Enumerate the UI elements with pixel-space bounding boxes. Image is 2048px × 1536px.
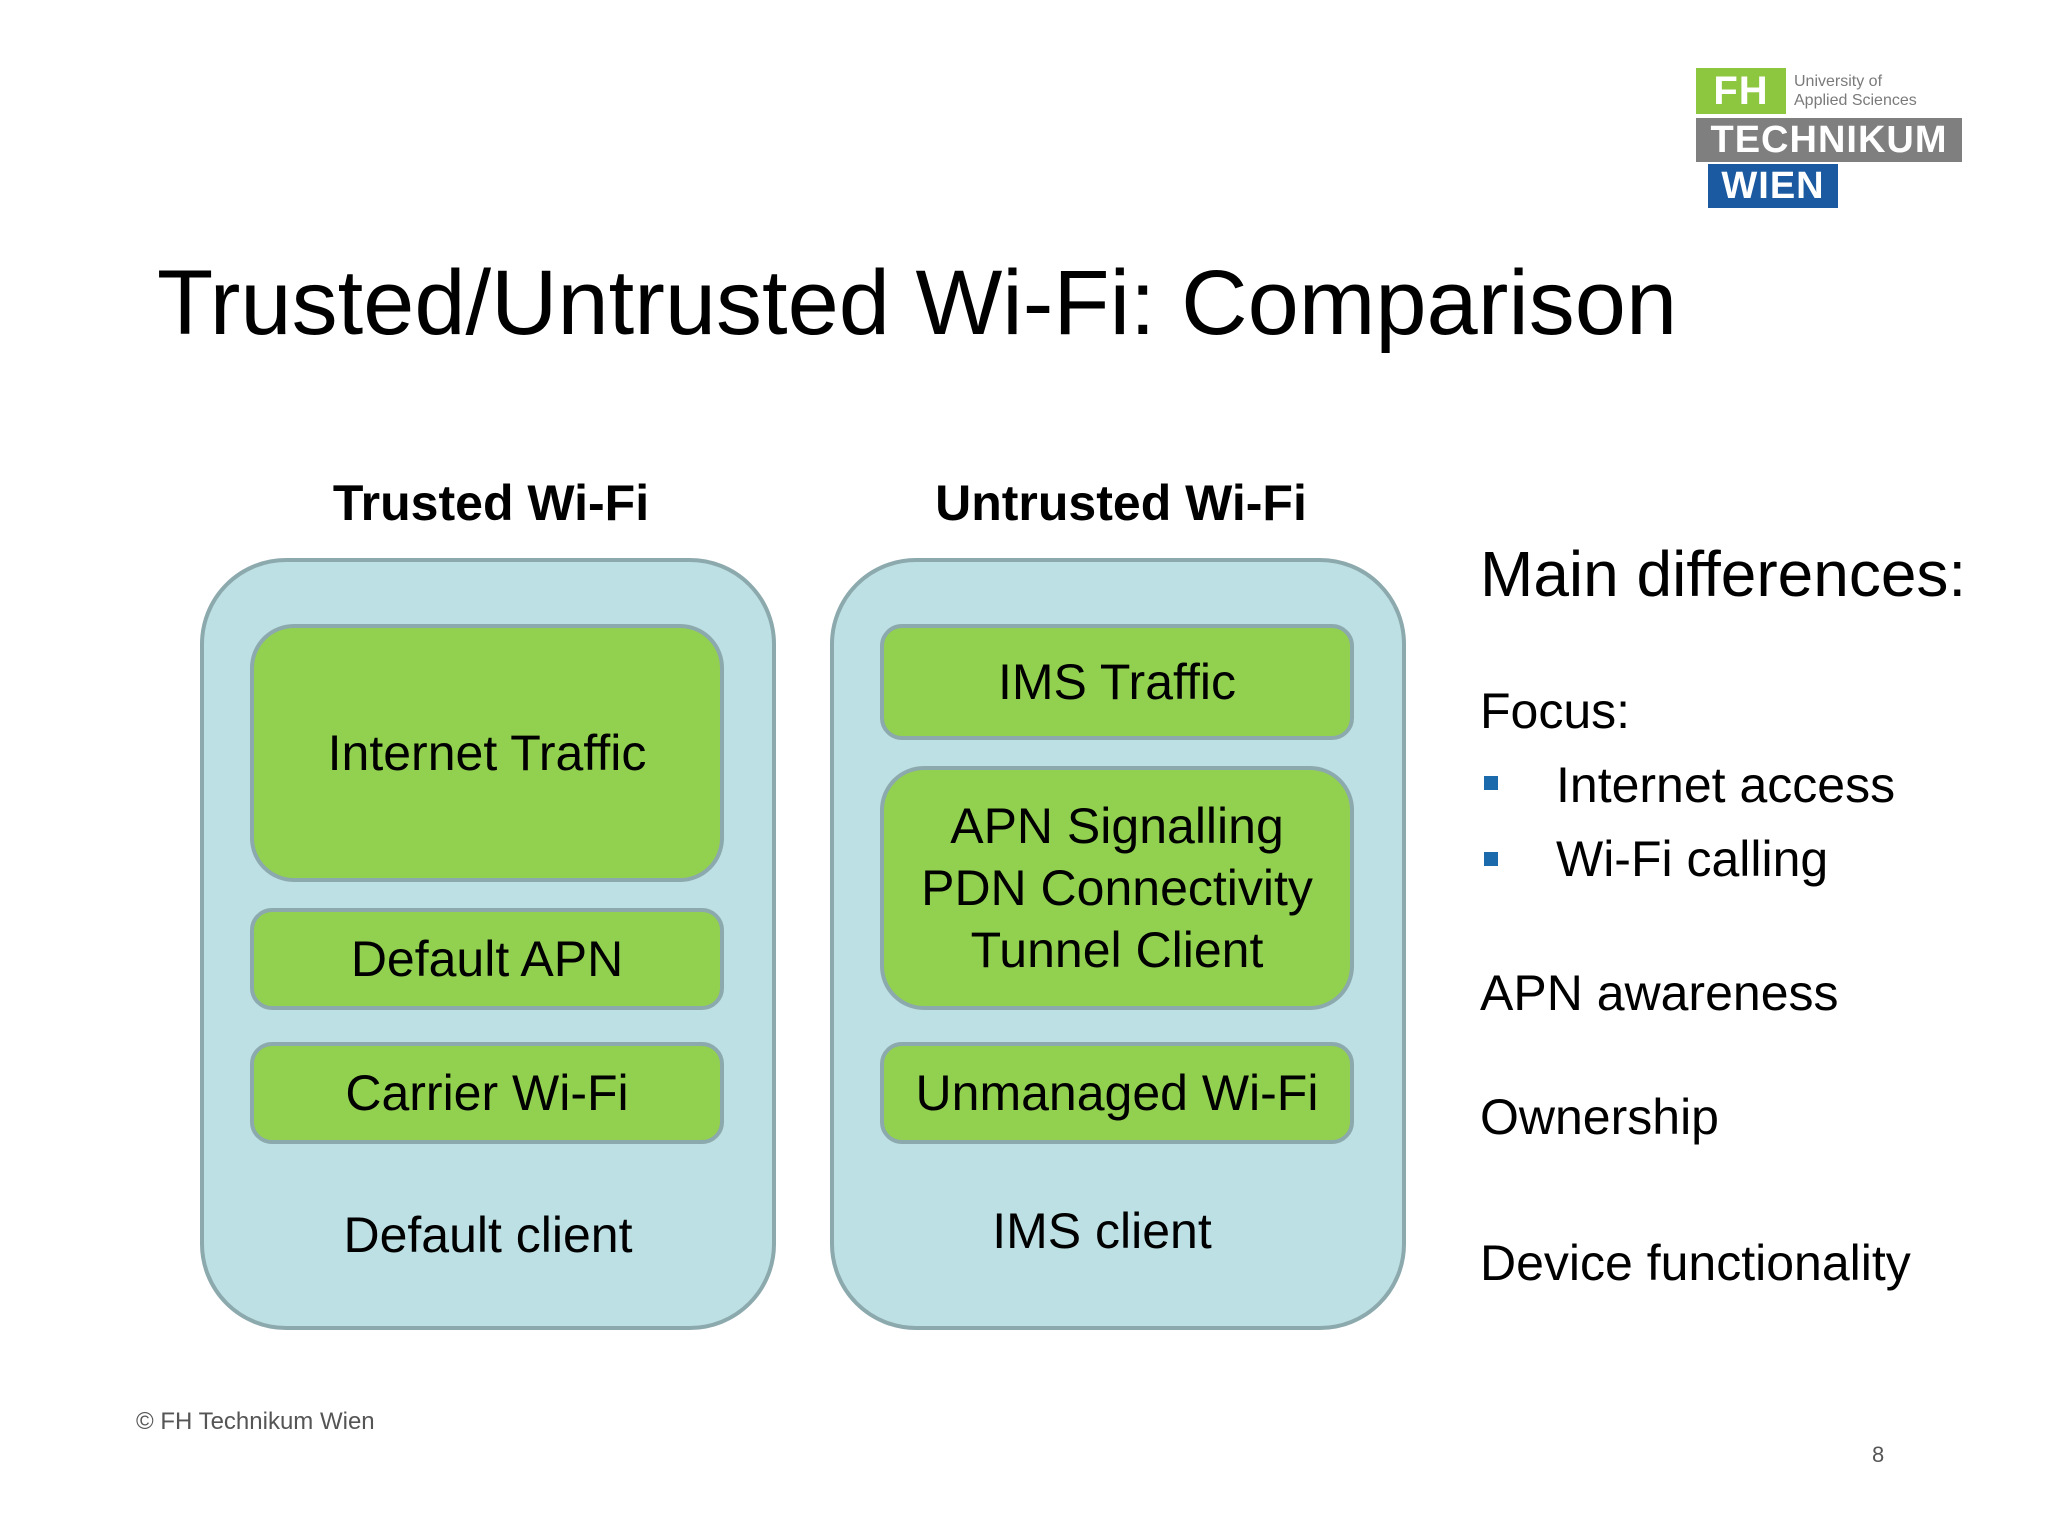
focus-item-internet-access: Internet access xyxy=(1556,757,1896,813)
block-label-line3: Tunnel Client xyxy=(970,922,1264,978)
page-number: 8 xyxy=(1872,1442,1885,1467)
unmanaged-wifi-block: Unmanaged Wi-Fi xyxy=(880,1042,1354,1144)
default-apn-block: Default APN xyxy=(250,908,724,1010)
logo-fh-mark: FH xyxy=(1696,68,1786,114)
untrusted-client-label: IMS client xyxy=(992,1203,1212,1259)
logo-technikum: TECHNIKUM xyxy=(1696,118,1962,162)
fh-technikum-logo: FH University of Applied Sciences TECHNI… xyxy=(1696,68,1964,210)
trusted-wifi-panel: Internet Traffic Default APN Carrier Wi-… xyxy=(200,558,776,1330)
bullet-square-icon xyxy=(1484,776,1498,790)
carrier-wifi-block: Carrier Wi-Fi xyxy=(250,1042,724,1144)
focus-label: Focus: xyxy=(1480,683,1631,739)
device-functionality-label: Device functionality xyxy=(1480,1235,1911,1291)
block-label-line1: APN Signalling xyxy=(950,798,1284,854)
untrusted-wifi-panel: IMS Traffic APN Signalling PDN Connectiv… xyxy=(830,558,1406,1330)
logo-subtitle-line2: Applied Sciences xyxy=(1794,92,1917,109)
logo-subtitle: University of Applied Sciences xyxy=(1794,72,1964,110)
apn-awareness-label: APN awareness xyxy=(1480,965,1839,1021)
trusted-client-label: Default client xyxy=(343,1207,633,1263)
trusted-heading: Trusted Wi-Fi xyxy=(332,475,650,531)
block-label-line2: PDN Connectivity xyxy=(921,860,1313,916)
slide-title: Trusted/Untrusted Wi-Fi: Comparison xyxy=(157,252,1678,354)
block-label: Default APN xyxy=(350,931,624,987)
ownership-label: Ownership xyxy=(1480,1089,1719,1145)
block-label: Internet Traffic xyxy=(327,725,647,781)
focus-item-wifi-calling: Wi-Fi calling xyxy=(1556,831,1829,887)
block-label: IMS Traffic xyxy=(997,654,1236,710)
block-label: Unmanaged Wi-Fi xyxy=(915,1065,1319,1121)
apn-signalling-block: APN Signalling PDN Connectivity Tunnel C… xyxy=(880,766,1354,1010)
block-label: Carrier Wi-Fi xyxy=(345,1065,629,1121)
main-differences-heading: Main differences: xyxy=(1480,538,1967,610)
bullet-square-icon xyxy=(1484,852,1498,866)
internet-traffic-block: Internet Traffic xyxy=(250,624,724,882)
untrusted-heading: Untrusted Wi-Fi xyxy=(935,475,1307,531)
ims-traffic-block: IMS Traffic xyxy=(880,624,1354,740)
copyright-text: © FH Technikum Wien xyxy=(136,1408,375,1435)
logo-subtitle-line1: University of xyxy=(1794,73,1883,90)
logo-wien: WIEN xyxy=(1708,164,1838,208)
